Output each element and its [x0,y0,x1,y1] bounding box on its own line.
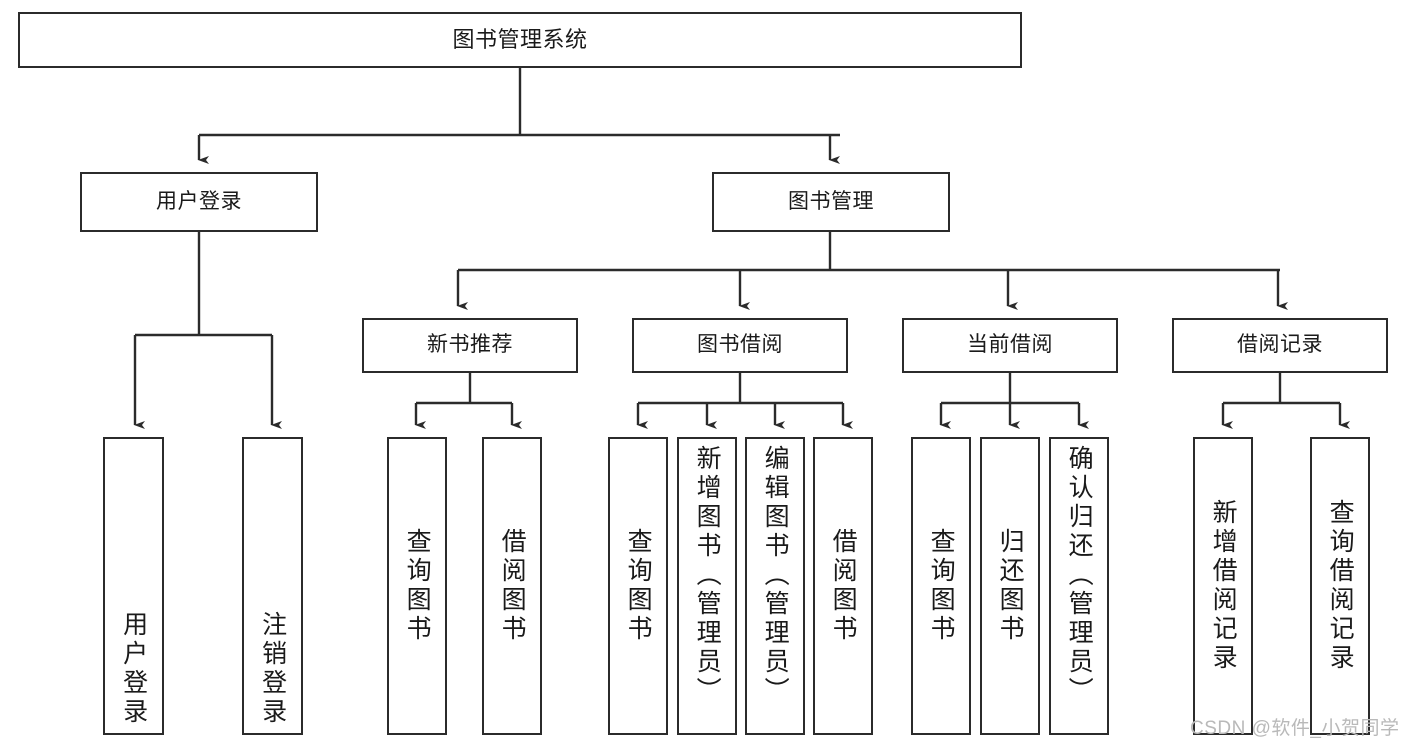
node-label: 查询图书 [927,528,956,644]
leaf-current-confirm-return-admin[interactable]: 确认归还（管理员） [1049,437,1109,735]
node-label: 用户登录 [119,611,148,727]
leaf-records-add-record[interactable]: 新增借阅记录 [1193,437,1253,735]
node-label: 当前借阅 [967,333,1053,357]
leaf-borrow-add-book-admin[interactable]: 新增图书（管理员） [677,437,737,735]
node-current-borrow[interactable]: 当前借阅 [902,318,1118,373]
leaf-current-return-book[interactable]: 归还图书 [980,437,1040,735]
leaf-records-query-record[interactable]: 查询借阅记录 [1310,437,1370,735]
node-label: 借阅记录 [1237,333,1323,357]
node-label: 新增借阅记录 [1209,499,1238,673]
node-label: 新书推荐 [427,333,513,357]
node-label: 注销登录 [258,611,287,727]
node-label: 编辑图书（管理员） [761,445,790,706]
csdn-watermark: CSDN @软件_小贺同学 [1190,718,1400,739]
leaf-recommend-query-book[interactable]: 查询图书 [387,437,447,735]
leaf-borrow-edit-book-admin[interactable]: 编辑图书（管理员） [745,437,805,735]
leaf-current-query-book[interactable]: 查询图书 [911,437,971,735]
leaf-recommend-borrow-book[interactable]: 借阅图书 [482,437,542,735]
node-label: 图书管理 [788,189,874,213]
leaf-user-login-signout[interactable]: 注销登录 [242,437,303,735]
leaf-borrow-query-book[interactable]: 查询图书 [608,437,668,735]
node-label: 查询图书 [624,528,653,644]
node-label: 用户登录 [156,189,242,213]
node-user-login[interactable]: 用户登录 [80,172,318,232]
node-root-system[interactable]: 图书管理系统 [18,12,1022,68]
node-book-borrow[interactable]: 图书借阅 [632,318,848,373]
node-new-book-recommend[interactable]: 新书推荐 [362,318,578,373]
leaf-borrow-borrow-book[interactable]: 借阅图书 [813,437,873,735]
node-label: 确认归还（管理员） [1065,445,1094,706]
node-label: 借阅图书 [498,528,527,644]
node-label: 图书管理系统 [452,27,588,53]
node-label: 借阅图书 [829,528,858,644]
node-label: 查询图书 [403,528,432,644]
leaf-user-login-signin[interactable]: 用户登录 [103,437,164,735]
node-label: 查询借阅记录 [1326,499,1355,673]
node-borrow-records[interactable]: 借阅记录 [1172,318,1388,373]
node-label: 图书借阅 [697,333,783,357]
node-label: 新增图书（管理员） [693,445,722,706]
node-book-management[interactable]: 图书管理 [712,172,950,232]
node-label: 归还图书 [996,528,1025,644]
